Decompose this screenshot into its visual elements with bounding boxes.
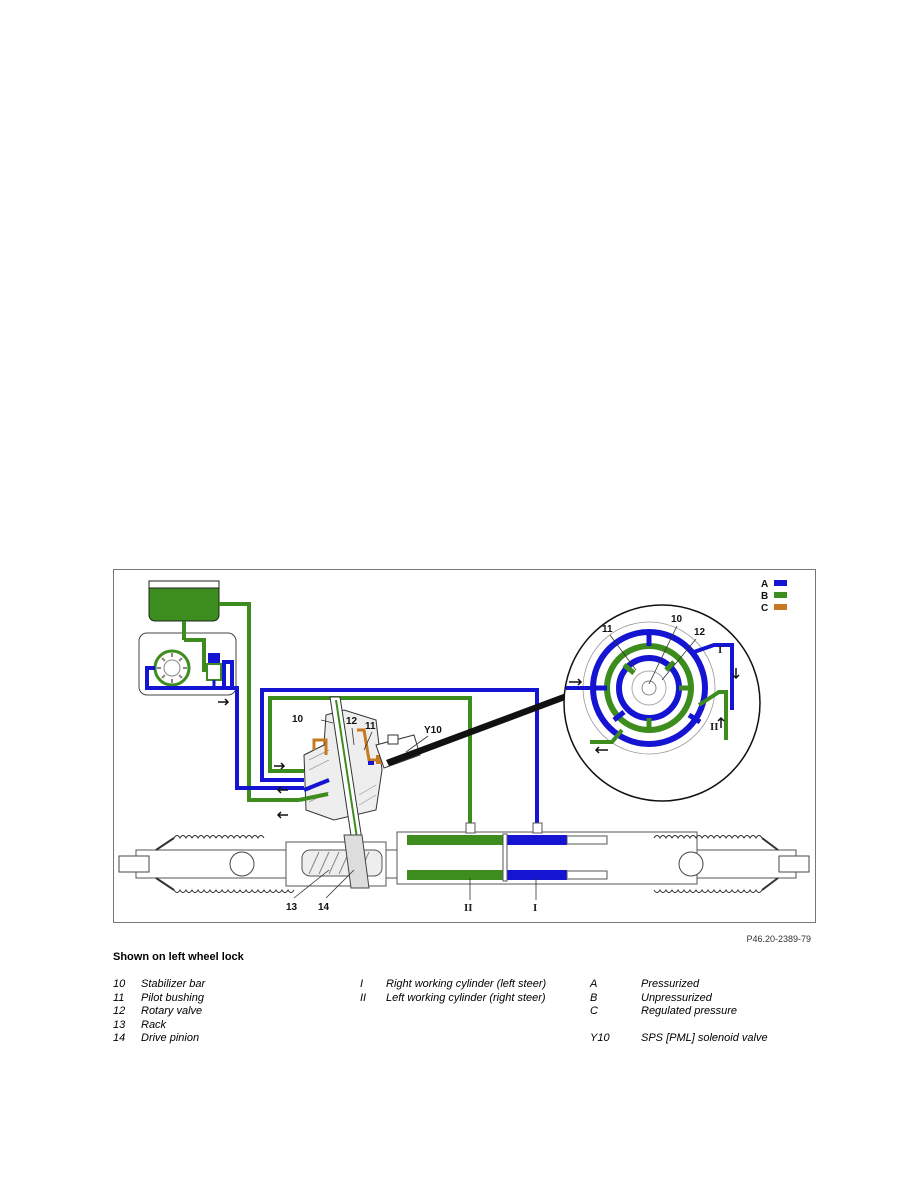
legend-key: 13 [113,1018,126,1031]
rotary-valve-housing [303,696,421,843]
legend-key: I [360,978,364,990]
legend-item: 13 Rack [113,1019,205,1033]
inset-callout-11: 11 [602,624,613,635]
legend-item: I Right working cylinder (left steer) [360,978,546,992]
legend-key: B [590,991,598,1004]
rotary-valve-inset [563,604,761,802]
power-steering-hydraulic-diagram: 10 12 11 Y10 13 14 II I [118,579,810,914]
legend-item: A Pressurized [590,978,768,992]
svg-text:A: A [761,579,768,590]
legend-label: Left working cylinder (right steer) [386,991,546,1004]
legend-label: Stabilizer bar [141,978,206,990]
legend-label: Rotary valve [141,1005,203,1018]
legend-item: Y10 SPS [PML] solenoid valve [590,1032,768,1046]
legend-item: 14 Drive pinion [113,1032,205,1046]
legend-key: Y10 [590,1032,610,1045]
callout-cylinder-i: I [533,902,537,914]
legend-spacer [590,1019,768,1033]
callout-12: 12 [346,716,358,727]
callout-11: 11 [365,721,376,732]
callout-y10: Y10 [424,725,442,736]
legend-label: Drive pinion [141,1032,200,1045]
legend-item: 12 Rotary valve [113,1005,205,1019]
legend-label: Unpressurized [641,991,712,1004]
steering-diagram-figure: 10 12 11 Y10 13 14 II I [113,569,816,923]
legend-components: 10 Stabilizer bar 11 Pilot bushing 12 Rotar… [113,978,205,1046]
legend-key: A [590,978,598,990]
callout-14: 14 [318,902,330,913]
legend-cylinders: I Right working cylinder (left steer) II L… [360,978,546,1005]
legend-pressures: A Pressurized B Unpressurized C Regulated p… [590,978,768,1046]
legend-label: Pressurized [641,978,700,990]
legend-item: B Unpressurized [590,992,768,1006]
callout-10: 10 [292,714,304,725]
pump-assembly [138,621,237,696]
callout-13: 13 [286,902,298,913]
legend-key: 11 [113,991,125,1004]
legend-label: Rack [141,1018,167,1031]
inset-callout-12: 12 [694,627,706,638]
legend-key: C [590,1005,598,1018]
svg-text:B: B [761,591,768,602]
legend-label: Regulated pressure [641,1005,738,1018]
legend-label: Pilot bushing [141,991,204,1004]
legend-key: 12 [113,1005,126,1018]
legend-label: SPS [PML] solenoid valve [641,1032,768,1045]
steering-rack [118,822,810,893]
legend-item: II Left working cylinder (right steer) [360,992,546,1006]
figure-caption: Shown on left wheel lock [113,951,244,963]
legend-item: 10 Stabilizer bar [113,978,205,992]
legend-key: 14 [113,1032,126,1045]
legend-key: II [360,991,367,1004]
legend-key: 10 [113,978,126,990]
figure-code: P46.20-2389-79 [746,934,811,944]
legend-item: 11 Pilot bushing [113,992,205,1006]
color-key: A B C [761,579,787,614]
legend-item: C Regulated pressure [590,1005,768,1019]
inset-callout-i: I [718,644,722,656]
legend-label: Right working cylinder (left steer) [386,978,547,990]
inset-callout-10: 10 [671,614,683,625]
svg-text:C: C [761,603,768,614]
fluid-reservoir [148,580,220,622]
callout-cylinder-ii: II [464,902,473,914]
inset-callout-ii: II [710,721,719,733]
